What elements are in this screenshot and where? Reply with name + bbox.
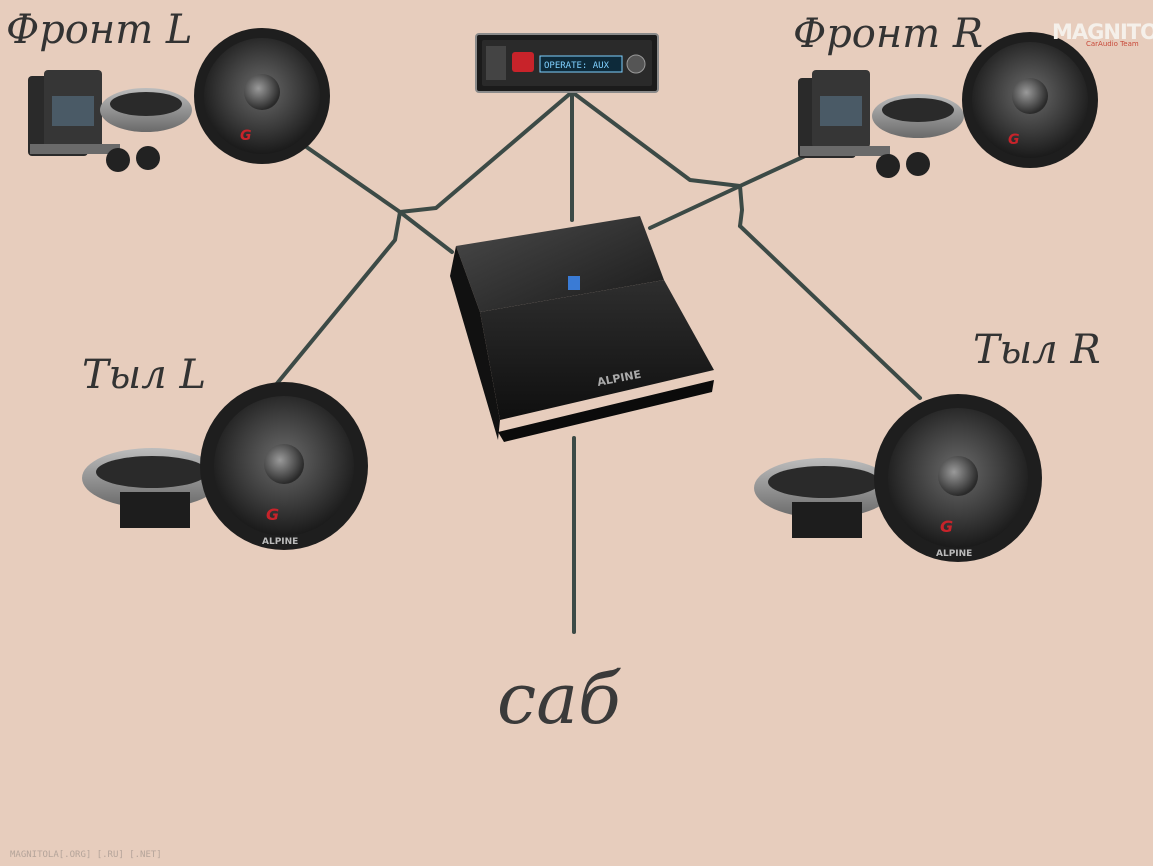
svg-text:G: G [1008,132,1020,148]
wiring [268,90,922,634]
rear-left-speaker: G ALPINE [200,382,368,550]
rear-left-label: Тыл L [82,352,207,398]
wire-headunit-to-front-right [570,90,744,228]
amplifier-icon: ALPINE [450,216,714,442]
rear-right-speaker: G ALPINE [874,394,1042,562]
svg-text:G: G [240,128,252,144]
front-left-label: Фронт L [6,7,193,53]
component-speaker-icon [28,70,192,172]
speaker-brand-text: ALPINE [936,549,972,559]
watermark-logo: MAGNITOLA [1052,20,1153,44]
footer-watermark: MAGNITOLA[.ORG] [.RU] [.NET] [10,850,162,860]
front-right-speaker: G [962,32,1098,168]
front-left-speaker: G [194,28,330,164]
head-unit-icon: OPERATE: AUX [475,33,659,93]
front-right-label: Фронт R [793,11,983,57]
component-speaker-icon [798,70,964,178]
subwoofer-label: саб [497,658,621,740]
head-unit-display-text: OPERATE: AUX [544,61,610,71]
svg-text:G: G [266,505,279,524]
amp-led [568,276,580,290]
wire-amp-to-rear-right [738,224,922,400]
speaker-brand-text: ALPINE [262,537,298,547]
wire-amp-to-front-left [303,144,454,254]
svg-text:G: G [940,517,953,536]
rear-right-label: Тыл R [973,327,1101,373]
wire-amp-to-front-right [648,148,820,230]
watermark-logo-subtitle: CarAudio Team [1086,40,1139,48]
coaxial-speaker-icon [82,448,222,528]
coaxial-speaker-icon [754,458,894,538]
